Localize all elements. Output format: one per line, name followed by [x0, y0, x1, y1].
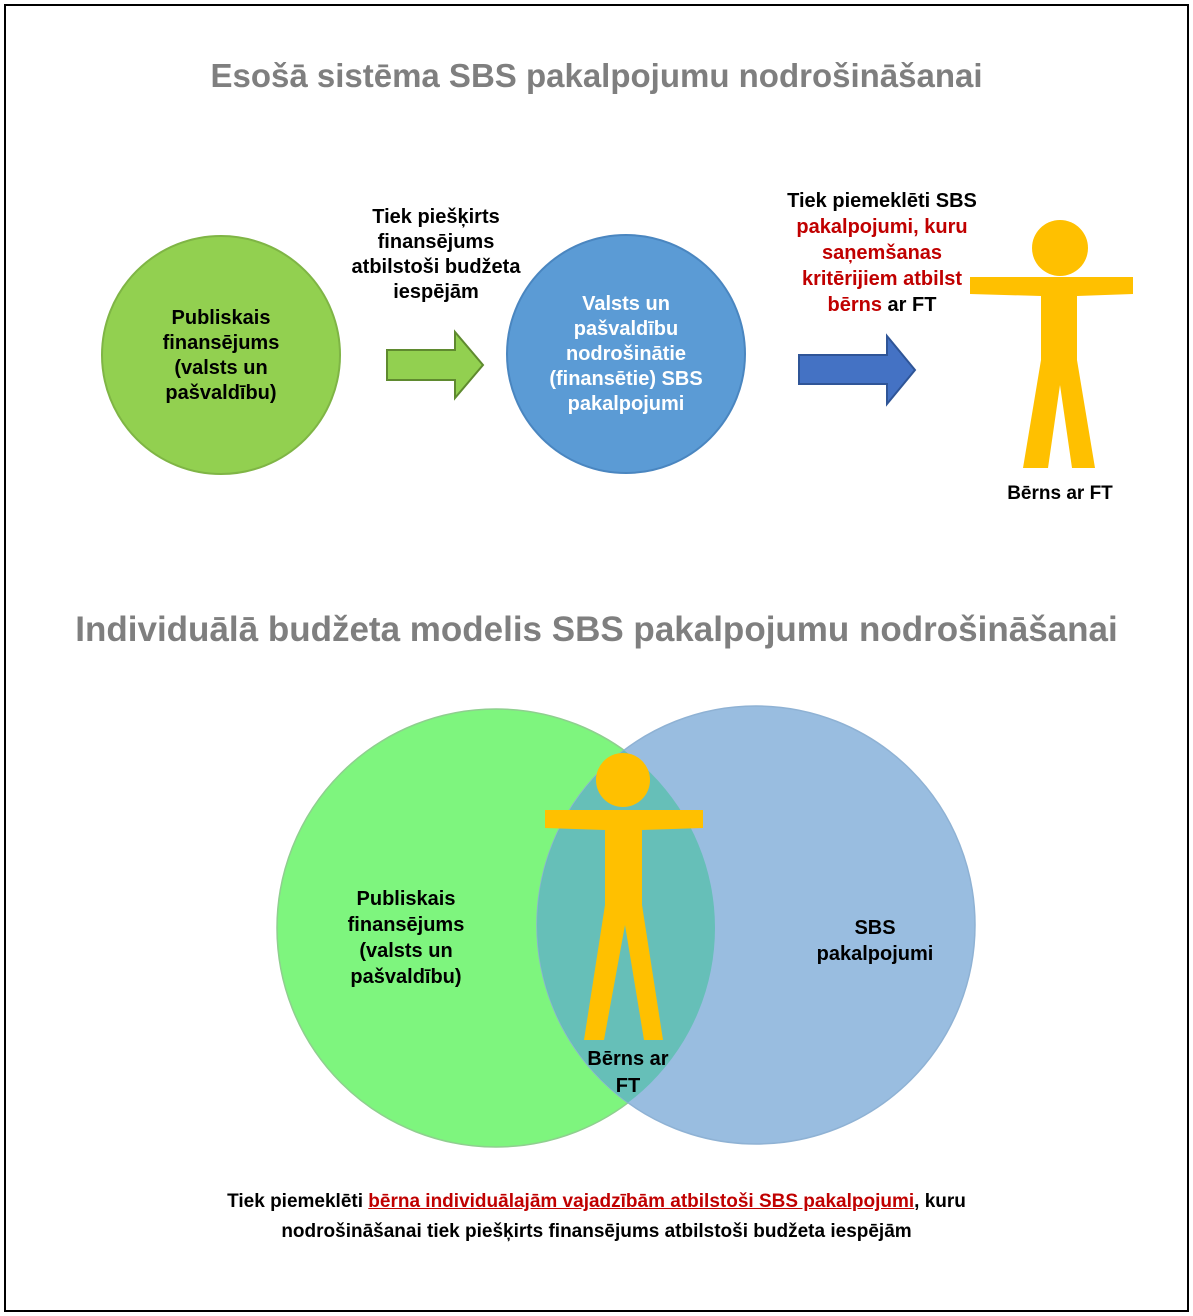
arrow-right-blue — [798, 333, 917, 407]
top-title: Esošā sistēma SBS pakalpojumu nodrošināš… — [210, 57, 983, 94]
arrow2-label: Tiek piemeklēti SBS pakalpojumi, kuru sa… — [787, 190, 977, 316]
person-icon-venn — [545, 753, 703, 1040]
services-circle — [506, 234, 746, 474]
arrow1-label: Tiek piešķirts finansējums atbilstoši bu… — [351, 206, 521, 303]
public-funding-circle — [101, 235, 341, 475]
services-label: Valsts un pašvaldību nodrošinātie (finan… — [549, 293, 703, 415]
bottom-title: Individuālā budžeta modelis SBS pakalpoj… — [75, 610, 1118, 649]
venn-right-label: SBS pakalpojumi — [816, 917, 934, 965]
diagram-frame — [4, 4, 1189, 1312]
arrow-right-green — [386, 329, 485, 401]
person-label: Bērns ar FT — [1007, 483, 1113, 504]
bottom-caption: Tiek piemeklēti bērna individuālajām vaj… — [227, 1191, 966, 1242]
public-funding-label: Publiskais finansējums (valsts un pašval… — [162, 307, 280, 404]
venn-person-label: Bērns ar FT — [587, 1048, 669, 1097]
person-icon — [970, 220, 1133, 468]
venn-left-label: Publiskais finansējums (valsts un pašval… — [347, 888, 465, 988]
